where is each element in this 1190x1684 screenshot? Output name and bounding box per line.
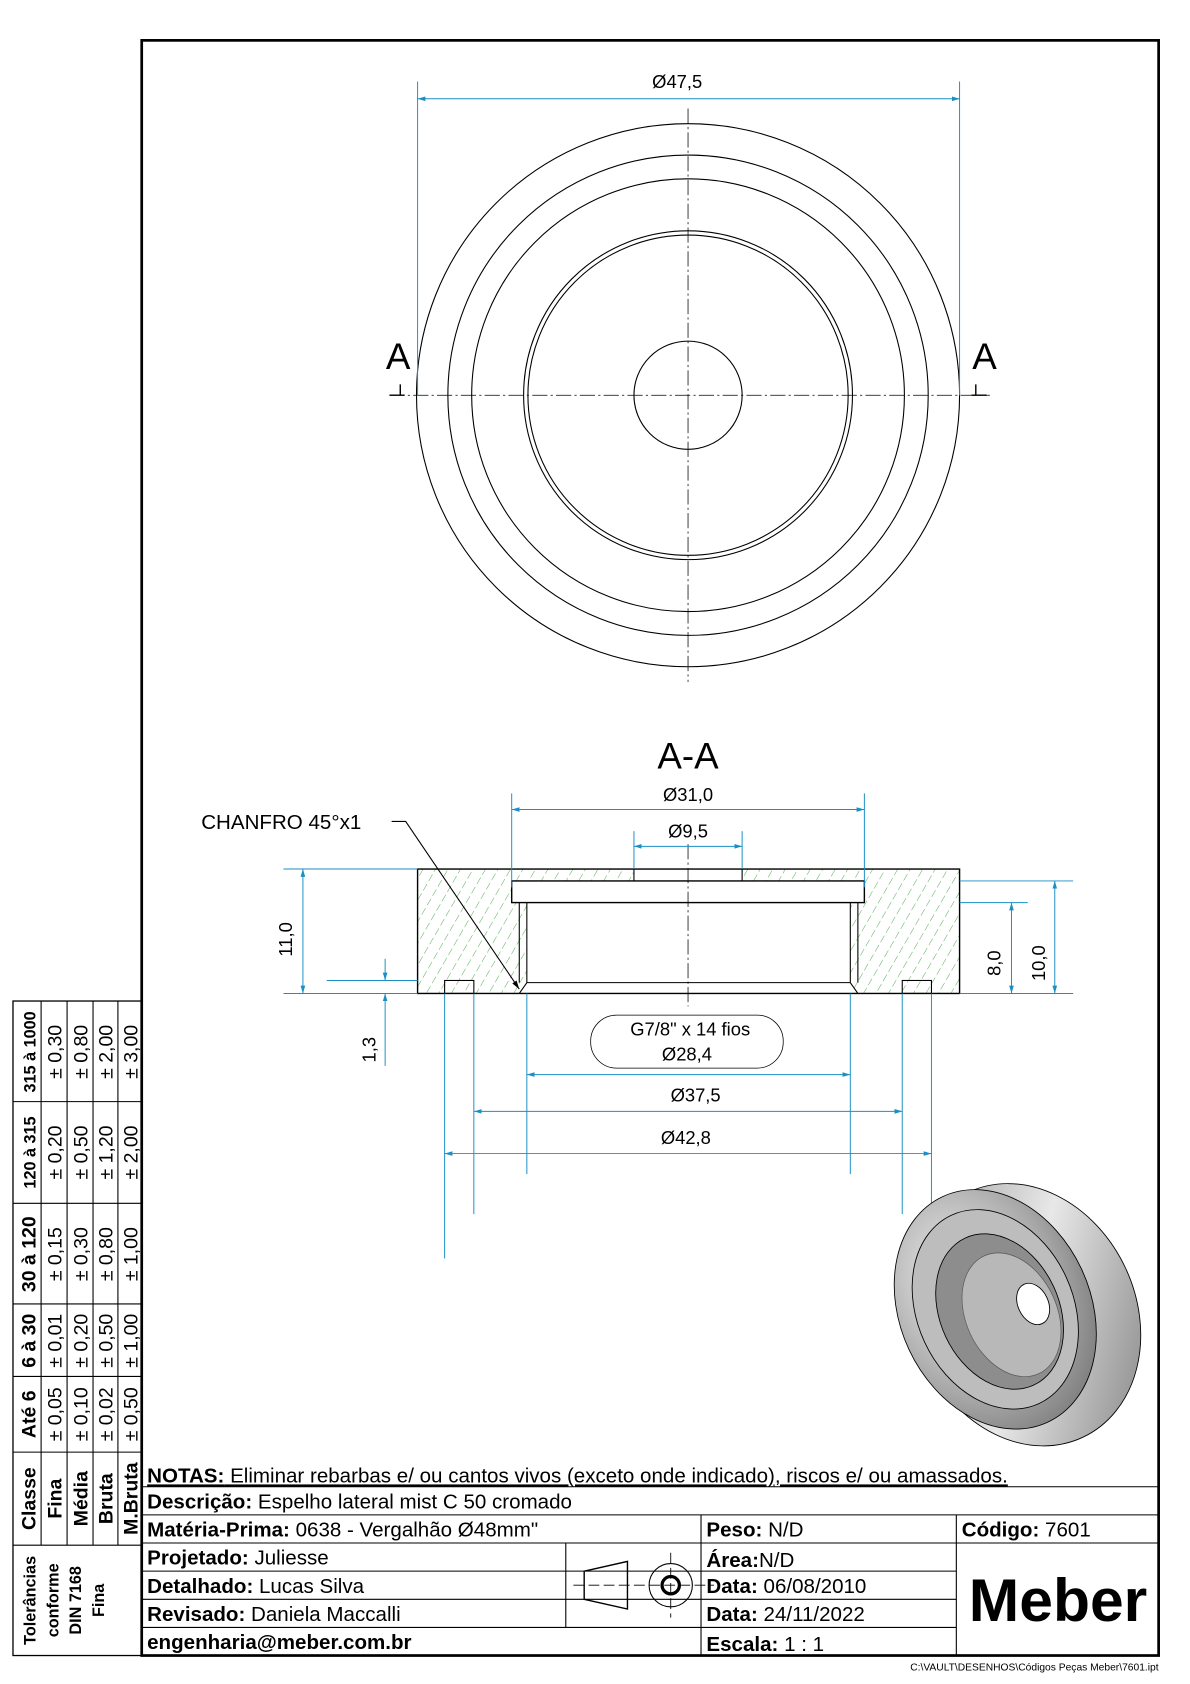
svg-text:± 0,50: ± 0,50 — [96, 1314, 118, 1368]
detailed-by: Detalhado: Lucas Silva — [147, 1575, 365, 1598]
thread-diameter: Ø28,4 — [662, 1044, 712, 1065]
table-header: Até 6 — [19, 1390, 41, 1438]
tolerance-title: Tolerâncias — [22, 1556, 40, 1645]
dim-h1-3: 1,3 — [358, 1037, 379, 1063]
table-header: 315 à 1000 — [22, 1011, 40, 1092]
svg-text:± 0,20: ± 0,20 — [45, 1125, 67, 1179]
email: engenharia@meber.com.br — [147, 1631, 411, 1654]
svg-text:Fina: Fina — [45, 1478, 67, 1518]
dim-d42-8: Ø42,8 — [661, 1127, 711, 1148]
dim-d37-5: Ø37,5 — [671, 1085, 721, 1106]
svg-text:± 0,50: ± 0,50 — [71, 1125, 93, 1179]
table-row: M.Bruta ± 0,50 ± 1,00 ± 1,00 ± 2,00 ± 3,00 — [120, 1025, 142, 1535]
thread-callout — [590, 1014, 784, 1069]
scale: Escala: 1 : 1 — [706, 1633, 824, 1656]
table-header: 6 à 30 — [19, 1313, 41, 1367]
notes: NOTAS: Eliminar rebarbas e/ ou cantos vi… — [147, 1464, 1008, 1487]
table-header: 120 à 315 — [22, 1116, 40, 1188]
svg-text:± 0,80: ± 0,80 — [71, 1025, 93, 1079]
tolerance-title: Fina — [90, 1583, 108, 1617]
section-marker-left: A — [386, 336, 411, 377]
top-view: Ø47,5 A A — [386, 71, 997, 682]
thread-spec: G7/8" x 14 fios — [630, 1019, 750, 1040]
dim-outer-diameter: Ø47,5 — [652, 71, 702, 92]
meber-logo: Meber — [969, 1566, 1147, 1634]
tolerance-table: Tolerâncias conforme DIN 7168 Fina Class… — [12, 1000, 142, 1657]
svg-text:± 0,80: ± 0,80 — [96, 1227, 118, 1281]
svg-text:± 3,00: ± 3,00 — [120, 1025, 142, 1079]
svg-text:± 0,05: ± 0,05 — [45, 1387, 67, 1441]
dim-d31: Ø31,0 — [663, 784, 713, 805]
material: Matéria-Prima: 0638 - Vergalhão Ø48mm" — [147, 1519, 538, 1542]
svg-text:± 2,00: ± 2,00 — [120, 1125, 142, 1179]
svg-text:± 0,20: ± 0,20 — [71, 1314, 93, 1368]
area: Área:N/D — [706, 1549, 794, 1572]
svg-text:M.Bruta: M.Bruta — [120, 1462, 142, 1535]
dim-h10: 10,0 — [1028, 945, 1049, 981]
tolerance-title: conforme — [44, 1563, 62, 1637]
title-block: NOTAS: Eliminar rebarbas e/ ou cantos vi… — [141, 1464, 1159, 1674]
table-header: 30 à 120 — [19, 1216, 41, 1292]
svg-text:± 1,00: ± 1,00 — [120, 1227, 142, 1281]
svg-text:± 0,01: ± 0,01 — [45, 1314, 67, 1368]
svg-text:± 0,30: ± 0,30 — [71, 1227, 93, 1281]
isometric-render — [893, 1183, 1142, 1447]
weight: Peso: N/D — [706, 1519, 803, 1542]
svg-text:± 0,02: ± 0,02 — [96, 1387, 118, 1441]
svg-text:± 1,20: ± 1,20 — [96, 1125, 118, 1179]
svg-text:± 0,10: ± 0,10 — [71, 1387, 93, 1441]
chamfer-note: CHANFRO 45°x1 — [201, 811, 361, 834]
table-row: Fina ± 0,05 ± 0,01 ± 0,15 ± 0,20 ± 0,30 — [45, 1025, 67, 1519]
svg-text:± 1,00: ± 1,00 — [120, 1314, 142, 1368]
svg-text:Bruta: Bruta — [96, 1473, 118, 1524]
svg-text:± 0,50: ± 0,50 — [120, 1387, 142, 1441]
drawing-border — [140, 39, 1160, 1657]
dim-h8: 8,0 — [984, 950, 1005, 976]
dim-h11: 11,0 — [275, 922, 296, 956]
table-row: Bruta ± 0,02 ± 0,50 ± 0,80 ± 1,20 ± 2,00 — [96, 1025, 118, 1524]
part-code: Código: 7601 — [962, 1519, 1091, 1542]
dim-d9-5: Ø9,5 — [668, 821, 708, 842]
revised-by: Revisado: Daniela Maccalli — [147, 1603, 401, 1626]
svg-text:± 2,00: ± 2,00 — [96, 1025, 118, 1079]
table-row: Média ± 0,10 ± 0,20 ± 0,30 ± 0,50 ± 0,80 — [71, 1025, 93, 1527]
table-header: Classe — [19, 1467, 41, 1530]
file-path: C:\VAULT\DESENHOS\Códigos Peças Meber\76… — [910, 1663, 1159, 1674]
projection-symbol-icon — [573, 1552, 714, 1618]
section-marker-right: A — [972, 336, 997, 377]
designed-by: Projetado: Juliesse — [147, 1547, 329, 1570]
section-title: A-A — [657, 735, 719, 776]
svg-text:Média: Média — [71, 1471, 93, 1526]
description: Descrição: Espelho lateral mist C 50 cro… — [147, 1490, 572, 1513]
date-revised: Data: 24/11/2022 — [706, 1603, 864, 1626]
section-view: A-A Ø31,0 Ø9,5 11,0 8,0 10,0 1,3 G7/8" x… — [201, 735, 1074, 1259]
svg-text:± 0,30: ± 0,30 — [45, 1025, 67, 1079]
date-created: Data: 06/08/2010 — [706, 1575, 866, 1598]
tolerance-title: DIN 7168 — [67, 1566, 85, 1635]
svg-text:± 0,15: ± 0,15 — [45, 1227, 67, 1281]
